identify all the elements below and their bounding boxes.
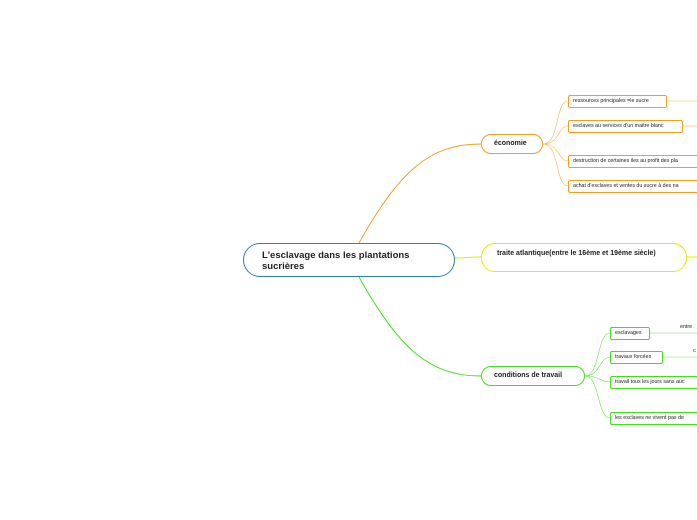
branch-traite-atlantique[interactable]: traite atlantique(entre le 16ème et 19èm… bbox=[481, 243, 687, 272]
sub-label-c: c bbox=[693, 348, 696, 354]
leaf-esclavages[interactable]: esclavages bbox=[610, 327, 650, 340]
leaf-destruction-iles[interactable]: destruction de certaines iles au profit … bbox=[568, 155, 697, 168]
leaf-achat-esclaves[interactable]: achat d'esclaves et ventes du sucre à de… bbox=[568, 180, 697, 193]
leaf-ressources[interactable]: ressources principales =le sucre bbox=[568, 95, 667, 108]
connector-root-economie bbox=[358, 143, 482, 244]
leaf-travail-tous-les-jours[interactable]: travail tous les jours sans auc bbox=[610, 376, 697, 389]
leaf-esclaves-maitre[interactable]: esclaves au services d'un maitre blanc bbox=[568, 120, 683, 133]
branch-economie[interactable]: économie bbox=[481, 134, 543, 154]
connector-root-traite bbox=[454, 256, 482, 259]
leaf-travaux-forces[interactable]: travaux forcées bbox=[610, 351, 663, 364]
root-node[interactable]: L'esclavage dans les plantations sucrièr… bbox=[243, 243, 455, 277]
leaf-esclaves-ne-vivent-pas[interactable]: les esclaves ne vivent pas de bbox=[610, 412, 697, 425]
branch-conditions-de-travail[interactable]: conditions de travail bbox=[481, 366, 585, 386]
sub-label-entre: entre bbox=[680, 324, 693, 330]
connector-root-conditions bbox=[358, 276, 482, 377]
